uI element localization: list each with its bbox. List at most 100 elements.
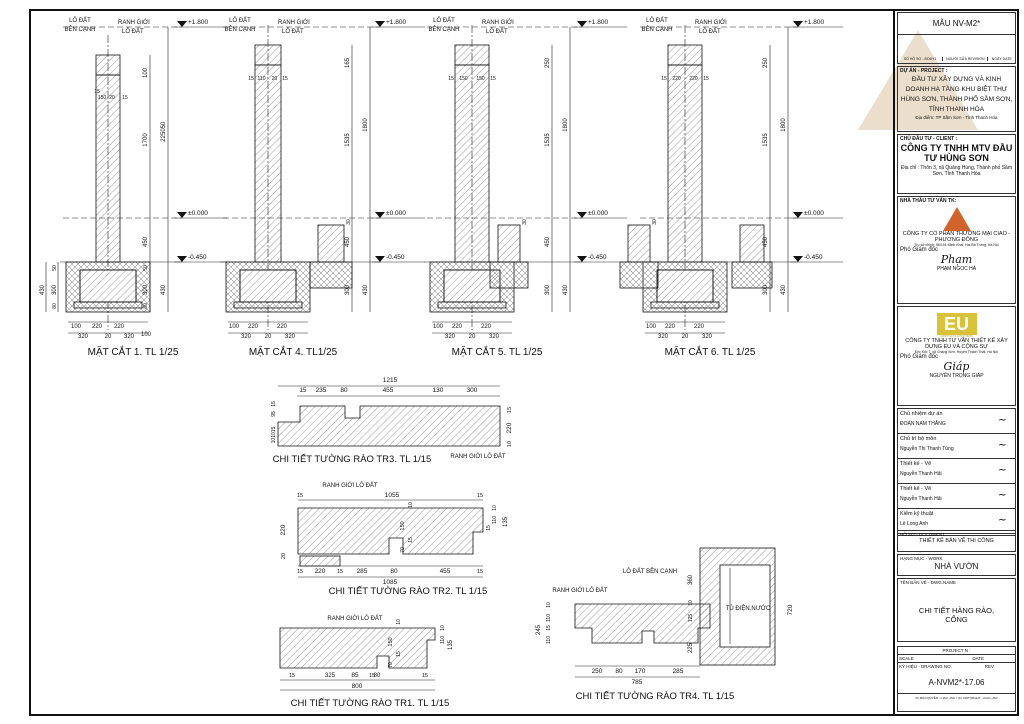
dwg-name-box: TÊN BẢN VẼ - DWG.NAME CHI TIẾT HÀNG RÀO,… <box>897 578 1016 642</box>
dimension-label: 15 <box>300 388 307 394</box>
base-slab <box>233 301 303 309</box>
dimension-label: 50 <box>52 265 58 271</box>
dimension-label: 80 <box>615 668 623 675</box>
dimension-label: 15 <box>490 76 496 82</box>
dimension-label: 10 <box>408 502 414 508</box>
dimension-label: 15 <box>94 89 100 95</box>
staff-signature: ~ <box>997 488 1007 501</box>
dimension-label: 785 <box>632 679 643 686</box>
level-marker-icon <box>177 212 187 218</box>
consultant1-box: NHÀ THẦU TƯ VẤN TK: CÔNG TY CỔ PHẦN THƯƠ… <box>897 196 1016 304</box>
low-wall <box>317 224 345 263</box>
lot-label: LÔ ĐẤT <box>646 17 668 24</box>
dimension-label: 110 <box>546 614 552 622</box>
dimension-label: 15 <box>507 407 513 413</box>
dimension-label: 220 <box>92 324 103 330</box>
work-box: HẠNG MỤC - WORK NHÀ VƯỜN <box>897 554 1016 576</box>
dimension-label: 130 <box>433 387 444 394</box>
dimension-label: 300 <box>52 284 58 295</box>
dimension-label: 300 <box>763 284 769 295</box>
dimension-label: 125 <box>688 614 694 623</box>
dimension-label: 800 <box>352 683 363 690</box>
boundary-label: RANH GIỚI LÔ ĐẤT <box>322 482 377 489</box>
consultant2-address: Đ/c: Đội 7, xã Chàng Sơn, Huyện Thạch Th… <box>914 350 999 354</box>
dimension-label: 150 <box>388 637 394 646</box>
dimension-label: 320 <box>78 334 89 340</box>
dimension-label: 430 <box>161 284 167 295</box>
dimension-label: 430 <box>563 284 569 295</box>
dimension-label: 20 <box>272 76 278 82</box>
dimension-label: 1800 <box>363 118 369 132</box>
consultant1-name: CÔNG TY CỔ PHẦN THƯƠNG MẠI CIAO - PHƯƠNG… <box>902 231 1011 243</box>
boundary-label: RANH GIỚI LÔ ĐẤT <box>327 615 382 622</box>
dimension-label: 300 <box>545 284 551 295</box>
staff-role: Thiết kế - Vẽ <box>900 486 932 492</box>
ciao-logo <box>942 207 971 231</box>
dimension-label: 450 <box>545 236 551 247</box>
electrical-cabinet <box>719 564 771 648</box>
staff-name: Nguyễn Thanh Hải <box>900 496 942 502</box>
base-slab <box>650 301 720 309</box>
dimension-label: 100 <box>646 324 657 330</box>
dimension-label: 225 <box>688 642 694 653</box>
tr3-wall-plan <box>277 405 501 447</box>
dimension-label: 15 <box>248 76 254 82</box>
dimension-label: 15 <box>422 673 428 679</box>
dimension-label: 285 <box>673 668 684 675</box>
scale-label: SCALE <box>899 656 914 661</box>
dimension-label: 220 <box>315 568 326 575</box>
dimension-label: 20 <box>682 334 689 340</box>
staff-signature: ~ <box>997 438 1007 451</box>
dimension-label: 15 <box>282 76 288 82</box>
section-title: MẶT CẮT 4. TL1/25 <box>249 345 338 358</box>
level-marker-icon <box>577 21 587 27</box>
staff-signature: ~ <box>997 463 1007 476</box>
section-title: MẶT CẮT 6. TL 1/25 <box>665 345 756 358</box>
dimension-label: 250 <box>545 57 551 68</box>
dimension-label: 220 <box>248 324 259 330</box>
staff-row: Thiết kế - Vẽ Nguyễn Thanh Hải ~ <box>898 484 1015 509</box>
dimension-label: 10 <box>396 619 402 625</box>
dimension-label: 220 <box>506 422 513 433</box>
client-box: CHỦ ĐẦU TƯ - CLIENT : CÔNG TY TNHH MTV Đ… <box>897 134 1016 194</box>
dimension-label: 250 <box>592 668 603 675</box>
staff-name: ĐOÀN NAM THẮNG <box>900 421 946 427</box>
dimension-label: 220 <box>280 524 287 535</box>
low-wall-footing <box>489 261 529 289</box>
level-marker-icon <box>375 21 385 27</box>
consultant2-box: EU ARCHITECTS & PARTNERS CÔNG TY TNHH TƯ… <box>897 306 1016 406</box>
dimension-label: 320 <box>658 334 669 340</box>
dimension-label: 15 <box>369 673 375 679</box>
dimension-label: 15 <box>122 95 128 101</box>
lot-label: LÔ ĐẤT <box>69 17 91 24</box>
staff-name: Nguyễn Thị Thanh Tùng <box>900 446 954 452</box>
tr3-title: CHI TIẾT TƯỜNG RÀO TR3. TL 1/15 <box>273 454 432 465</box>
dimension-label: 110 <box>258 76 266 82</box>
level-label: -0.450 <box>386 254 405 261</box>
eu-logo-sub: ARCHITECTS & PARTNERS <box>940 335 973 338</box>
level-label: ±0.000 <box>386 210 406 217</box>
base-slab <box>73 301 143 309</box>
low-wall-footing <box>309 261 353 289</box>
lot-label: LÔ ĐẤT <box>486 28 508 35</box>
dimension-label: 85 <box>351 672 359 679</box>
project-no-label: PROJECT N : <box>942 648 971 653</box>
dimension-label: 135 <box>503 516 509 527</box>
level-label: -0.450 <box>588 254 607 261</box>
dimension-label: 300 <box>467 387 478 394</box>
dimension-label: 20 <box>109 95 115 101</box>
project-location: Địa điểm: TP Sầm Sơn - Tỉnh Thanh Hóa <box>915 115 998 120</box>
tr2-wall-plan <box>297 507 484 555</box>
dimension-label: 80 <box>374 673 381 679</box>
dimension-label: 1800 <box>781 118 787 132</box>
dimension-label: 10 <box>492 505 498 511</box>
sheet-border <box>29 9 1019 716</box>
drawing-no-label: KÝ HIỆU - DRAWING NO. <box>899 664 952 669</box>
section-title: MẶT CẮT 5. TL 1/25 <box>452 345 543 358</box>
footing-hatch <box>239 269 297 303</box>
tr4-wall-plan <box>574 603 711 644</box>
dimension-label: 150 <box>476 76 485 82</box>
dimension-label: 325 <box>325 673 336 679</box>
dimension-label: 1055 <box>385 492 400 499</box>
